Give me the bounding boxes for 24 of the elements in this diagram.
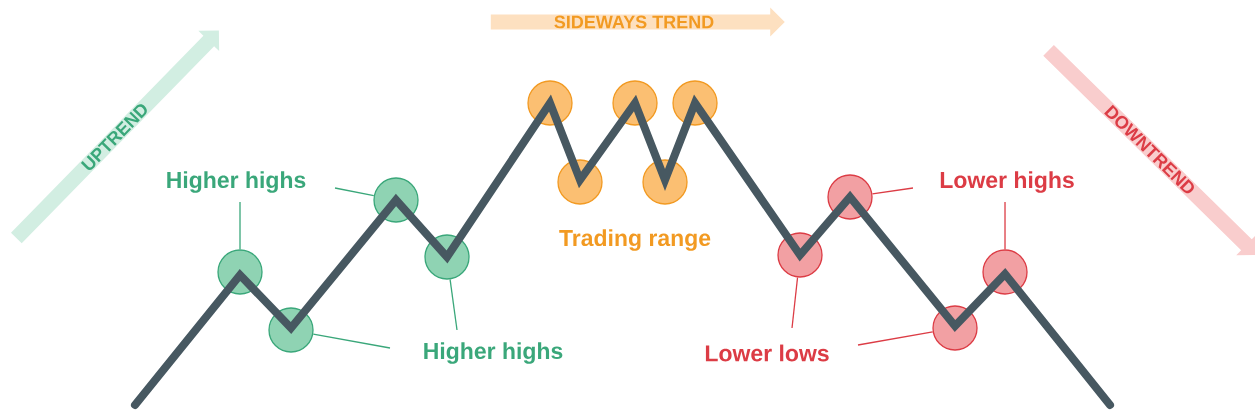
marker-circle xyxy=(827,174,873,220)
leader-line xyxy=(857,331,934,346)
marker-circle xyxy=(527,80,573,126)
leader-line xyxy=(449,278,458,331)
leader-line xyxy=(334,187,375,197)
marker-circle xyxy=(373,177,419,223)
marker-circle xyxy=(642,159,688,205)
marker-circle xyxy=(672,80,718,126)
marker-circle xyxy=(217,249,263,295)
callout-label: Lower lows xyxy=(705,344,829,362)
marker-circle xyxy=(557,159,603,205)
marker-circle xyxy=(612,80,658,126)
range-label: Trading range xyxy=(559,229,711,251)
marker-circle xyxy=(777,232,823,278)
marker-circle xyxy=(982,249,1028,295)
marker-circle xyxy=(268,307,314,353)
leader-line xyxy=(312,333,391,349)
marker-circle xyxy=(932,305,978,351)
leader-line xyxy=(871,187,914,195)
leader-line xyxy=(239,201,241,250)
marker-circle xyxy=(424,234,470,280)
leader-line xyxy=(791,276,799,329)
callout-label: Higher highs xyxy=(424,342,563,364)
leader-line xyxy=(1004,201,1006,250)
